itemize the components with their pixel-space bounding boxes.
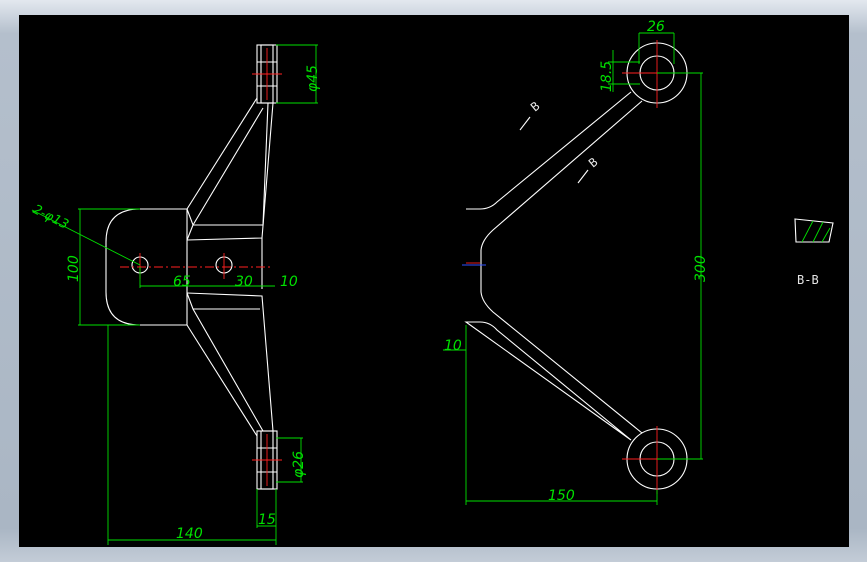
dim-15: 15: [258, 512, 276, 528]
side-dimensions: [443, 32, 703, 505]
bottom-boss: [252, 430, 282, 490]
dim-26: 26: [647, 19, 665, 35]
drawing-canvas[interactable]: 100 2-φ13 65 30 10 φ45 φ26 140 15: [19, 15, 849, 547]
dim-holes: 2-φ13: [30, 202, 71, 233]
section-b-b: B-B: [794, 218, 834, 287]
section-label: B-B: [797, 273, 819, 287]
section-mark-upper: B: [528, 99, 543, 114]
dim-10-side: 10: [444, 338, 462, 354]
lower-arm: [186, 292, 274, 437]
dim-30: 30: [235, 274, 253, 290]
upper-arm: [186, 97, 274, 289]
section-profile: [794, 218, 834, 243]
side-profile-outline: [464, 91, 643, 441]
cad-drawing: 100 2-φ13 65 30 10 φ45 φ26 140 15: [30, 19, 834, 545]
dim-65: 65: [173, 274, 191, 290]
dim-diameter-26: φ26: [291, 451, 307, 478]
dim-300: 300: [693, 255, 709, 282]
dim-diameter-45: φ45: [305, 65, 321, 92]
section-mark-lower: B: [586, 155, 601, 170]
dim-140: 140: [176, 526, 203, 542]
front-dimensions: [31, 44, 318, 545]
dim-10-front: 10: [280, 274, 298, 290]
side-view: B B 26: [443, 19, 709, 505]
dim-100: 100: [66, 255, 82, 282]
dim-18-5: 18.5: [599, 61, 615, 92]
dim-150: 150: [548, 488, 575, 504]
front-view: 100 2-φ13 65 30 10 φ45 φ26 140 15: [30, 44, 321, 545]
top-boss: [252, 44, 282, 104]
